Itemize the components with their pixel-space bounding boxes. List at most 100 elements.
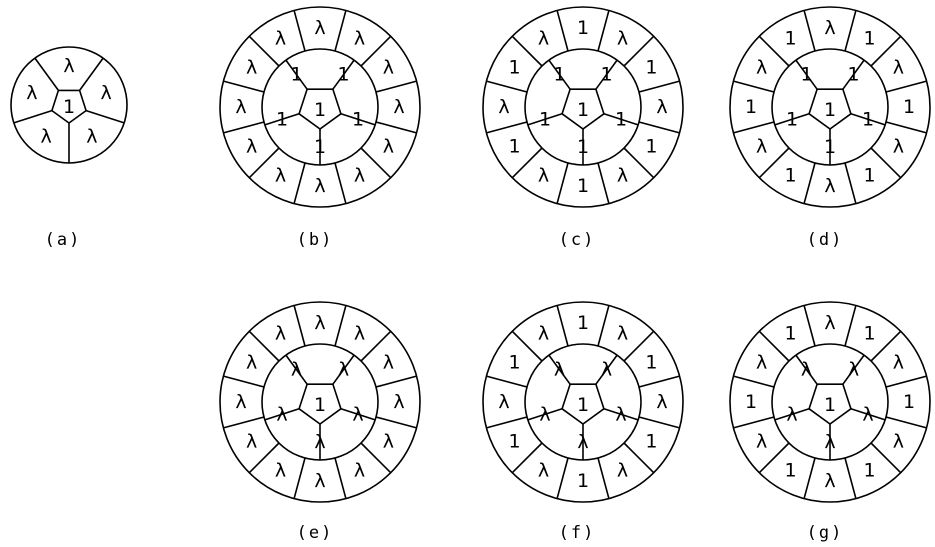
cell-boundary: [248, 147, 280, 179]
cell-boundary: [844, 305, 857, 347]
outer-cell-label: λ: [824, 312, 835, 334]
cell-boundary: [293, 10, 306, 52]
cell-boundary: [795, 59, 818, 90]
outer-cell-label: 1: [509, 431, 521, 453]
outer-cell-label: λ: [617, 459, 628, 481]
cell-boundary: [758, 442, 790, 474]
cell-boundary: [844, 10, 857, 52]
outer-cell-label: λ: [246, 57, 257, 79]
cell-boundary: [264, 113, 300, 126]
outer-cell-label: 1: [509, 136, 521, 158]
outer-cell-label: λ: [893, 57, 904, 79]
cell-boundary: [870, 147, 902, 179]
outer-cell-label: λ: [538, 323, 549, 345]
inner-cell-label: 1: [786, 108, 798, 130]
cell-boundary: [360, 35, 392, 67]
cell-boundary: [850, 113, 886, 126]
outer-cell-label: λ: [824, 175, 835, 197]
inner-cell-label: λ: [848, 359, 859, 381]
cell-boundary: [527, 408, 563, 421]
outer-cell-label: 1: [784, 323, 796, 345]
inner-cell-label: λ: [801, 359, 812, 381]
cell-outlines: [729, 6, 931, 208]
outer-cell-label: 1: [509, 352, 521, 374]
cell-boundary: [638, 416, 680, 429]
cell-boundary: [774, 408, 810, 421]
outer-cell-label: 1: [645, 57, 657, 79]
cell-boundary: [556, 305, 569, 347]
cell-boundary: [803, 10, 816, 52]
cell-boundary: [375, 121, 417, 134]
cell-boundary: [285, 59, 308, 90]
figure-caption: (a): [45, 230, 82, 250]
cell-boundary: [597, 10, 610, 52]
inner-cell-label: λ: [314, 431, 325, 453]
figure-caption: (b): [297, 230, 334, 250]
cell-boundary: [844, 162, 857, 204]
outer-cell-label: λ: [383, 431, 394, 453]
inner-cell-label: λ: [577, 431, 588, 453]
outer-cell-label: λ: [824, 470, 835, 492]
figure-caption: (d): [807, 230, 844, 250]
inner-cell-label: 1: [276, 108, 288, 130]
cell-boundary: [556, 10, 569, 52]
cell-boundary: [223, 375, 265, 388]
cell-boundary: [486, 80, 528, 93]
center-label: 1: [824, 99, 836, 121]
inner-cell-label: λ: [291, 359, 302, 381]
outer-cell-label: λ: [275, 28, 286, 50]
inner-cell-label: 1: [290, 64, 302, 86]
cell-boundary: [527, 113, 563, 126]
cell-boundary: [360, 330, 392, 362]
outer-cell-label: λ: [893, 431, 904, 453]
outer-cell-label: 1: [784, 459, 796, 481]
cell-boundary: [638, 80, 680, 93]
center-label: 1: [314, 394, 326, 416]
outer-cell-label: λ: [383, 136, 394, 158]
outer-cell-label: λ: [275, 459, 286, 481]
figure-caption: (e): [297, 523, 334, 543]
cell-boundary: [334, 162, 347, 204]
outer-cell-label: λ: [354, 459, 365, 481]
outer-cell-label: λ: [393, 96, 404, 118]
outer-cell-label: λ: [393, 391, 404, 413]
outer-cell-label: 1: [903, 391, 915, 413]
inner-cell-label: λ: [352, 403, 363, 425]
figure-caption: (c): [559, 230, 596, 250]
outer-cell-label: λ: [354, 164, 365, 186]
cell-boundary: [597, 457, 610, 499]
outer-cell-label: λ: [235, 391, 246, 413]
outer-cell-label: 1: [645, 352, 657, 374]
outer-cell-label: λ: [498, 391, 509, 413]
outer-cell-label: λ: [756, 352, 767, 374]
inner-cell-label: λ: [615, 403, 626, 425]
cell-boundary: [293, 162, 306, 204]
outer-cell-label: 1: [745, 391, 757, 413]
outer-cell-label: λ: [617, 323, 628, 345]
cell-boundary: [85, 109, 125, 124]
cell-boundary: [511, 330, 543, 362]
cell-boundary: [375, 375, 417, 388]
cell-boundary: [623, 330, 655, 362]
cell-outlines: [10, 46, 128, 164]
cell-boundary: [360, 147, 392, 179]
cell-boundary: [870, 35, 902, 67]
center-cell: [298, 88, 342, 130]
outer-cell-label: λ: [235, 96, 246, 118]
outer-cell-label: 1: [577, 17, 589, 39]
outer-cell-label: λ: [26, 82, 37, 104]
outer-cell-label: λ: [656, 391, 667, 413]
cell-outlines: [729, 301, 931, 503]
outer-cell-label: λ: [86, 126, 97, 148]
cell-boundary: [556, 457, 569, 499]
outer-cell-label: 1: [903, 96, 915, 118]
cell-boundary: [850, 408, 886, 421]
cell-boundary: [803, 457, 816, 499]
cell-boundary: [334, 457, 347, 499]
inner-cell-label: 1: [337, 64, 349, 86]
